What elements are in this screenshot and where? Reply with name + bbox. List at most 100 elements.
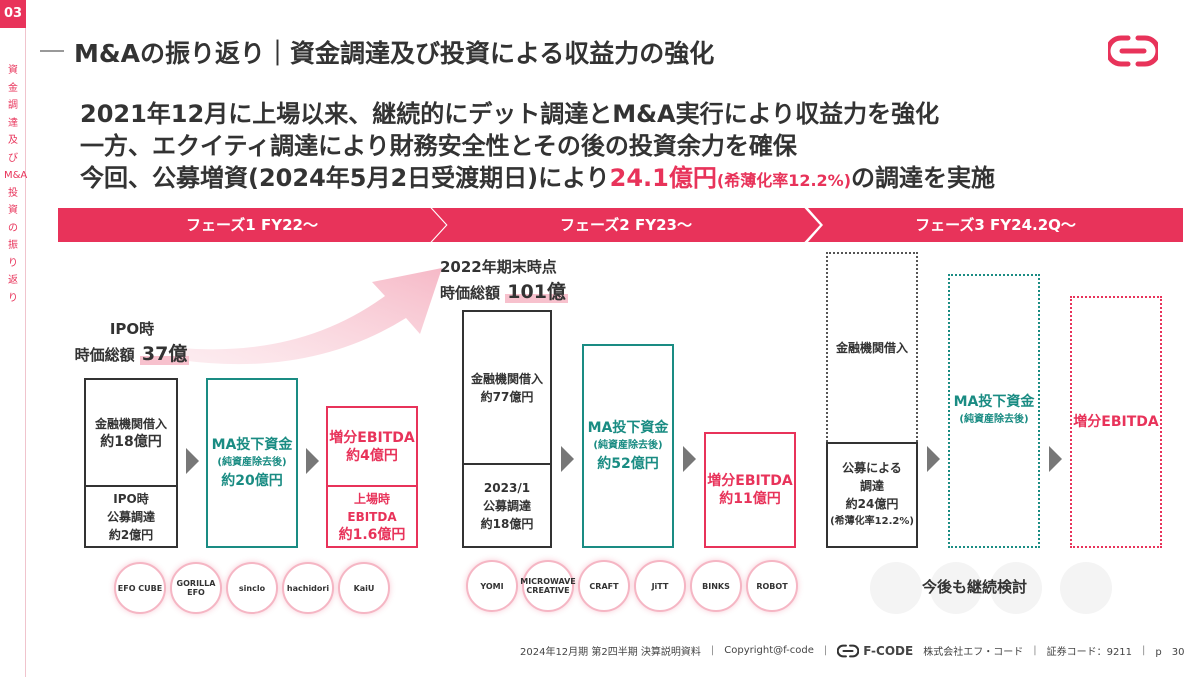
phase-3-loan-label: 金融機関借入 xyxy=(835,341,908,355)
phase-2-market-cap: 2022年期末時点 時価総額 101億 xyxy=(440,256,576,304)
f-code-logo-icon xyxy=(1108,35,1158,67)
footer: 2024年12月期 第2四半期 決算説明資料 | Copyright@f-cod… xyxy=(520,643,1185,659)
phase-3-offering-box: 公募による 調達 約24億円 (希薄化率12.2%) xyxy=(826,442,918,548)
f-code-logo-icon xyxy=(837,644,860,657)
phase-2-ma-value: 約52億円 xyxy=(597,456,659,472)
logo-robot: ROBOT xyxy=(746,560,798,612)
phase-2-ma-box: MA投下資金 (純資産除去後) 約52億円 xyxy=(582,344,674,548)
placeholder-circle xyxy=(870,562,922,614)
sidebar-section-label: 資金調達及びM&A投資の振り返り xyxy=(4,65,28,304)
phase-3-ma-sub: (純資産除去後) xyxy=(959,414,1029,425)
phase-1-ma-value: 約20億円 xyxy=(221,473,283,489)
phase-3-ebitda-box: 増分EBITDA xyxy=(1070,296,1162,548)
phase-2-ebitda-value: 約11億円 xyxy=(719,491,781,507)
chevron-right-icon xyxy=(561,446,574,472)
footer-document: 2024年12月期 第2四半期 決算説明資料 xyxy=(520,647,701,658)
phase-2-ebitda-label: 増分EBITDA xyxy=(707,473,793,489)
logo-craft: CRAFT xyxy=(578,560,630,612)
logo-gorilla-efo: GORILLA EFO xyxy=(170,562,222,614)
phase-1-cap-prefix: 時価総額 xyxy=(74,346,135,364)
phase-1-loan-value: 約18億円 xyxy=(100,433,162,450)
phase-3-ma-box: MA投下資金 (純資産除去後) xyxy=(948,274,1040,548)
page-title: M&Aの振り返り｜資金調達及び投資による収益力の強化 xyxy=(74,39,715,68)
continue-consideration-text: 今後も継続検討 xyxy=(922,578,1028,596)
logo-microwave-creative: MICROWAVE CREATIVE xyxy=(520,560,576,612)
footer-page-number: p 30 xyxy=(1155,647,1185,658)
logo-binks: BINKS xyxy=(690,560,742,612)
phase-1-ma-label: MA投下資金 xyxy=(211,437,293,453)
title-dash xyxy=(40,50,64,52)
footer-separator: | xyxy=(823,645,828,656)
phase-1-ebitda-box: 増分EBITDA 約4億円 xyxy=(326,406,418,486)
chevron-right-icon xyxy=(927,446,940,472)
footer-copyright: Copyright@f-code xyxy=(724,645,814,656)
logo-kaiu: KaiU xyxy=(338,562,390,614)
headline-line-3: 今回、公募増資(2024年5月2日受渡期日)により24.1億円(希薄化率12.2… xyxy=(80,158,995,193)
phase-2-cap-prefix: 時価総額 xyxy=(440,284,501,302)
headline-line-3-prefix: 今回、公募増資(2024年5月2日受渡期日)により xyxy=(80,164,610,192)
footer-separator: | xyxy=(710,645,715,656)
phase-1-listing-ebitda-box: 上場時 EBITDA 約1.6億円 xyxy=(326,486,418,548)
placeholder-circle xyxy=(1060,562,1112,614)
sidebar xyxy=(0,0,26,677)
phase-2-ma-sub: (純資産除去後) xyxy=(593,440,663,451)
phase-1-market-cap: IPO時 時価総額 37億 xyxy=(64,318,200,366)
phase-2-loan-value: 約77億円 xyxy=(480,389,534,404)
phase-2-ebitda-box: 増分EBITDA 約11億円 xyxy=(704,432,796,548)
phase-1-ipo-label-2: 公募調達 xyxy=(106,509,155,524)
chevron-right-icon xyxy=(1049,446,1062,472)
phase-1-ebitda-label: 増分EBITDA xyxy=(329,429,415,446)
phase-2-offer-label-1: 2023/1 xyxy=(483,480,531,495)
headline-line-3-suffix: の調達を実施 xyxy=(851,164,996,192)
phase-3-offer-label-2: 調達 xyxy=(859,479,884,493)
phase-1-cap-value: 37億 xyxy=(139,343,190,365)
section-number-badge: 03 xyxy=(0,0,26,28)
phase-1-cap-label: IPO時 xyxy=(109,320,155,338)
placeholder-circle xyxy=(990,562,1042,614)
phase-2-loan-box: 金融機関借入 約77億円 xyxy=(462,310,552,464)
headline-line-1: 2021年12月に上場以来、継続的にデット調達とM&A実行により収益力を強化 xyxy=(80,100,940,128)
phase-1-ipo-value: 約2億円 xyxy=(108,527,154,542)
phase-3-offer-value: 約24億円 xyxy=(845,497,899,511)
phase-2-cap-value: 101億 xyxy=(505,281,568,303)
phase-2-loan-label: 金融機関借入 xyxy=(470,371,543,386)
logo-jitt: JiTT xyxy=(634,560,686,612)
offering-amount: 24.1億円 xyxy=(609,164,717,192)
phase-1-listing-label-1: 上場時 xyxy=(353,491,390,506)
phase-2-cap-label: 2022年期末時点 xyxy=(440,258,557,276)
dilution-rate: (希薄化率12.2%) xyxy=(716,171,852,190)
phase-1-ebitda-value: 約4億円 xyxy=(346,447,398,464)
phase-2-offering-box: 2023/1 公募調達 約18億円 xyxy=(462,464,552,548)
footer-brand: F-CODE xyxy=(837,644,913,658)
phase-3-banner: フェーズ3 FY24.2Q〜 xyxy=(808,208,1183,242)
placeholder-circle xyxy=(930,562,982,614)
footer-separator: | xyxy=(1142,645,1146,656)
phase-1-ma-sub: (純資産除去後) xyxy=(217,457,287,468)
phase-1-loan-label: 金融機関借入 xyxy=(94,416,167,431)
phase-1-ipo-box: IPO時 公募調達 約2億円 xyxy=(84,486,178,548)
phase-1-ipo-label-1: IPO時 xyxy=(113,491,149,506)
growth-arrow-icon xyxy=(180,268,442,365)
phase-3-loan-box: 金融機関借入 xyxy=(826,252,918,442)
phase-2-offer-value: 約18億円 xyxy=(480,516,534,531)
chevron-right-icon xyxy=(683,446,696,472)
footer-brand-name: F-CODE xyxy=(863,643,914,658)
phase-2-offer-label-2: 公募調達 xyxy=(482,498,531,513)
chevron-right-icon xyxy=(186,448,199,474)
footer-stock-code: 証券コード：9211 xyxy=(1046,647,1133,658)
footer-separator: | xyxy=(1033,645,1037,656)
logo-yomi: YOMI xyxy=(466,560,518,612)
footer-company: 株式会社エフ・コード xyxy=(923,647,1024,658)
phase-1-ma-box: MA投下資金 (純資産除去後) 約20億円 xyxy=(206,378,298,548)
headline-line-2: 一方、エクイティ調達により財務安全性とその後の投資余力を確保 xyxy=(80,132,797,160)
phase-2-ma-label: MA投下資金 xyxy=(587,420,669,436)
logo-hachidori: hachidori xyxy=(282,562,334,614)
phase-2-banner: フェーズ2 FY23〜 xyxy=(432,208,820,242)
logo-sinclo: sinclo xyxy=(226,562,278,614)
phase-1-loan-box: 金融機関借入 約18億円 xyxy=(84,378,178,486)
phase-1-listing-value: 約1.6億円 xyxy=(338,526,406,543)
chevron-right-icon xyxy=(306,448,319,474)
phase-3-ma-label: MA投下資金 xyxy=(953,394,1035,410)
phase-1-listing-label-2: EBITDA xyxy=(347,509,397,524)
phase-3-offer-dilution: (希薄化率12.2%) xyxy=(830,516,914,527)
